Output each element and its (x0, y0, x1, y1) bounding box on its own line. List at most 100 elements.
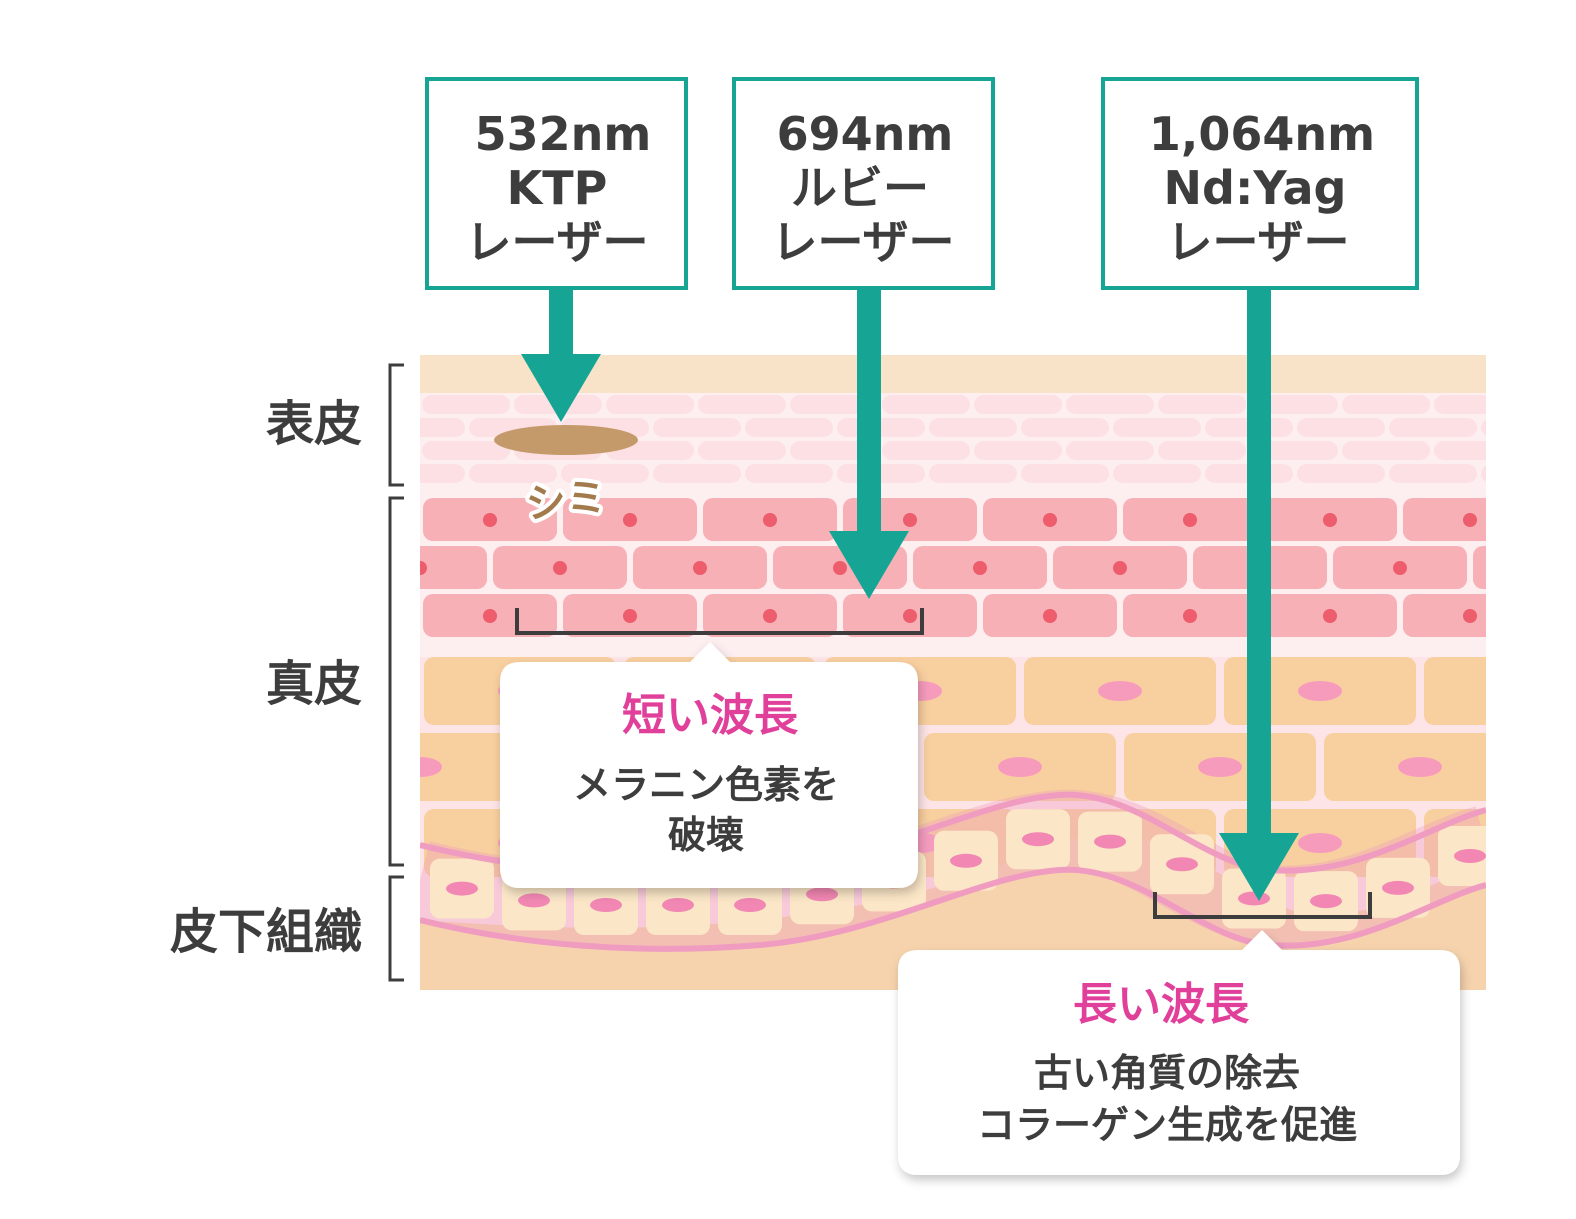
cell-nucleus (1323, 609, 1337, 623)
cell-nucleus (420, 757, 442, 777)
cell-nucleus (1298, 833, 1342, 853)
epidermis-cell (1250, 441, 1338, 460)
pigment-spot (494, 425, 638, 455)
cell-nucleus (734, 898, 766, 912)
cell-nucleus (446, 881, 478, 896)
cell-nucleus (1113, 561, 1127, 575)
epidermis-cell (882, 441, 970, 460)
epidermis-cell (420, 418, 465, 437)
cell-nucleus (483, 513, 497, 527)
epidermis-cell (1481, 465, 1486, 482)
epidermis-cell (1021, 464, 1109, 483)
cell-nucleus (806, 887, 838, 902)
cell-nucleus (1498, 681, 1542, 701)
cell-nucleus (833, 561, 847, 575)
epidermis-cell (698, 441, 786, 460)
epidermis-cell (653, 464, 741, 483)
laser-ruby-wavelength: 694nm (777, 107, 954, 161)
epidermis-cell (420, 464, 465, 483)
subcutis-bracket (388, 875, 404, 982)
layer-label-subcutis: 皮下組織 (170, 904, 362, 960)
epidermis-cell (1066, 441, 1154, 460)
epidermis-cell (929, 418, 1017, 437)
long-wavelength-desc-line2: コラーゲン生成を促進 (977, 1103, 1357, 1147)
laser-ndyag-wavelength: 1,064nm (1149, 107, 1375, 161)
short-wavelength-desc-line2: 破壊 (668, 813, 744, 857)
laser-ndyag-name: Nd:Yag (1164, 161, 1347, 215)
long-wavelength-desc-line1: 古い角質の除去 (1034, 1051, 1300, 1095)
laser-ruby-name: ルビー (791, 161, 929, 215)
cell-nucleus (1198, 757, 1242, 777)
spot-label: シミ (524, 474, 608, 528)
epidermis-cell (1342, 441, 1430, 460)
cell-nucleus (420, 561, 427, 575)
laser-box-ruby: 694nm ルビー レーザー (732, 77, 995, 290)
epidermis-cell (974, 441, 1062, 460)
membrane-bottom-line (420, 866, 1486, 952)
laser-box-ktp: 532nm KTP レーザー (425, 77, 688, 290)
down-arrow-icon (1219, 288, 1299, 901)
cell-nucleus (553, 561, 567, 575)
epidermis-cell (1297, 418, 1385, 437)
epidermis-cell (1434, 441, 1486, 460)
cell-nucleus (903, 513, 917, 527)
short-wavelength-title: 短い波長 (622, 690, 799, 741)
cell-nucleus (1098, 681, 1142, 701)
cell-nucleus (1183, 513, 1197, 527)
cell-nucleus (1166, 857, 1198, 872)
cell-nucleus (693, 561, 707, 575)
epidermis-cell (1389, 418, 1477, 437)
cell-nucleus (950, 853, 982, 868)
dermis-cell (420, 546, 487, 589)
epidermis-cell (1481, 419, 1486, 436)
cell-nucleus (973, 561, 987, 575)
laser-ruby-type: レーザー (771, 215, 954, 269)
dermis-cell (1473, 546, 1486, 589)
layer-label-dermis: 真皮 (266, 656, 362, 712)
epidermis-cell (1113, 464, 1201, 483)
cell-nucleus (590, 898, 622, 912)
dermis-lower-cell (420, 733, 516, 801)
epidermis-cell (1297, 464, 1385, 483)
epidermis-cell (422, 441, 510, 460)
dermis-lower-cell (1424, 657, 1486, 725)
epidermis-cell (1158, 441, 1246, 460)
cell-nucleus (1022, 832, 1054, 847)
epidermis-cell (561, 464, 649, 483)
down-arrow-icon (829, 288, 909, 599)
epidermis-cell (653, 418, 741, 437)
cell-nucleus (1183, 609, 1197, 623)
cell-nucleus (1310, 894, 1342, 909)
epidermis-cell (929, 464, 1017, 483)
laser-ktp-name: KTP (507, 161, 608, 215)
epidermis-cell (745, 418, 833, 437)
long-wavelength-title: 長い波長 (1073, 979, 1250, 1030)
cell-nucleus (763, 513, 777, 527)
epidermis-bracket (388, 363, 404, 487)
cell-nucleus (1094, 834, 1126, 849)
dermis-cell (1403, 498, 1486, 541)
epidermis-cell (882, 395, 970, 414)
epidermis-cell (790, 395, 878, 414)
cell-nucleus (1043, 513, 1057, 527)
epidermis-cell (422, 395, 510, 414)
epidermis-cell (974, 395, 1062, 414)
laser-ndyag-type: レーザー (1166, 215, 1349, 269)
cell-nucleus (662, 898, 694, 912)
cell-nucleus (1533, 561, 1547, 575)
cell-nucleus (1043, 609, 1057, 623)
layer-label-epidermis: 表皮 (266, 396, 362, 452)
cell-nucleus (1463, 513, 1477, 527)
dermis-bracket (388, 496, 404, 867)
long-wavelength-bracket (1153, 892, 1372, 919)
epidermis-cell (1158, 395, 1246, 414)
epidermis-cell (606, 395, 694, 414)
layer-brackets (388, 363, 404, 982)
cell-nucleus (1498, 833, 1542, 853)
laser-ktp-wavelength: 532nm (475, 107, 652, 161)
epidermis-cell (1021, 418, 1109, 437)
epidermis-cell (1389, 464, 1477, 483)
cell-nucleus (1393, 561, 1407, 575)
epidermis-cell (1250, 395, 1338, 414)
